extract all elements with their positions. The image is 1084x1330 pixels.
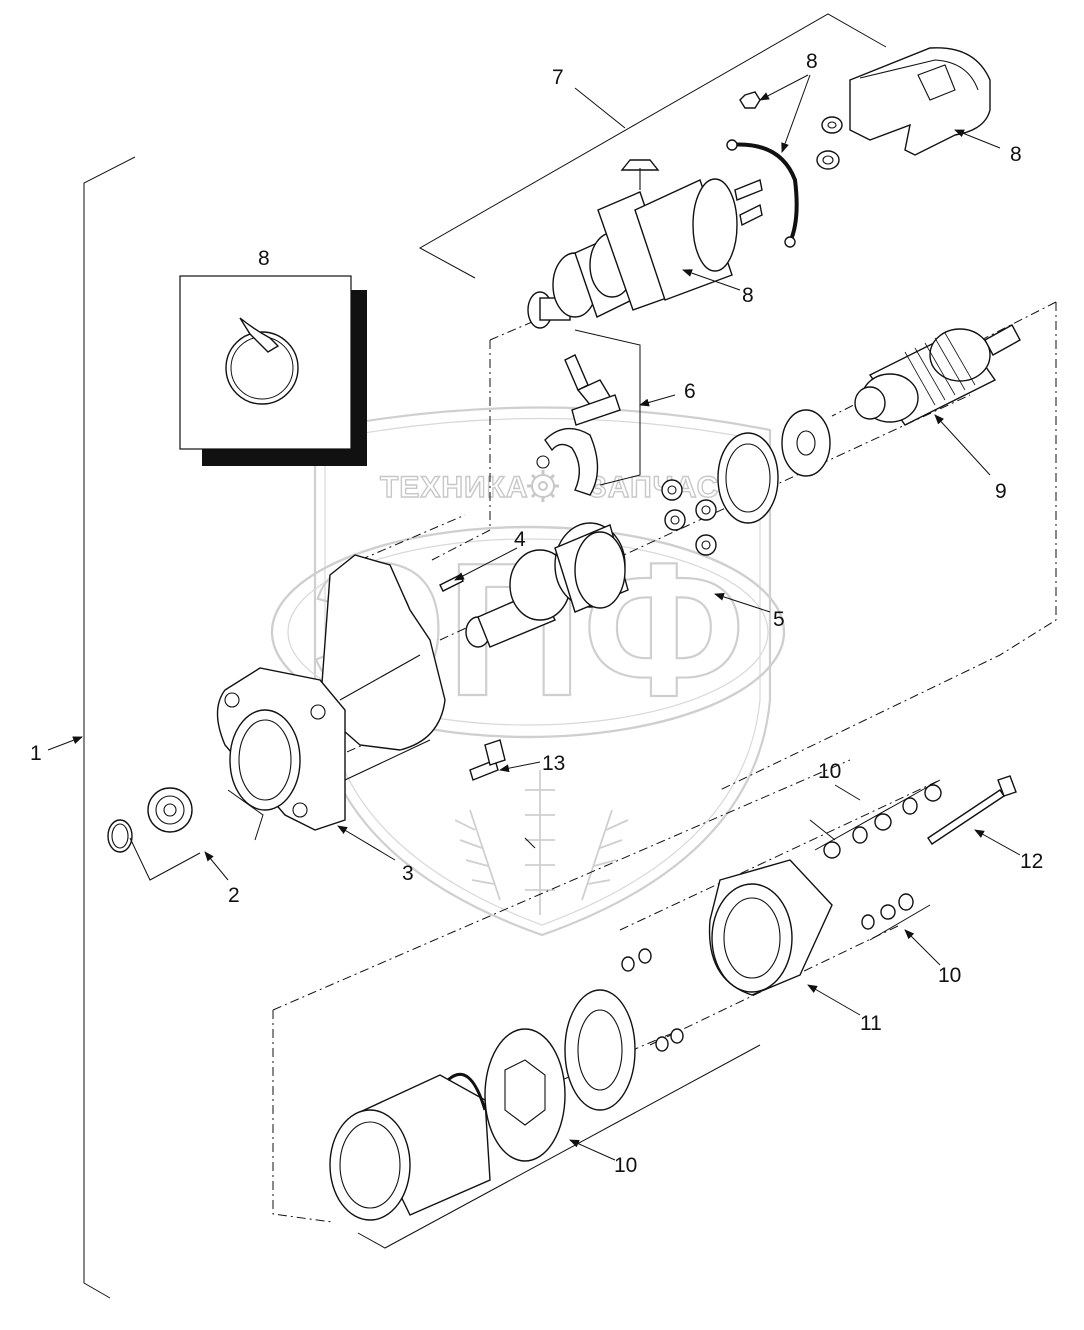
callout-9: 9 [995, 480, 1007, 503]
end-cover [708, 859, 833, 996]
brush-holder [484, 1028, 566, 1162]
wheat-ears [454, 770, 629, 915]
gear-icon [527, 470, 559, 502]
thrust-washer [781, 409, 831, 477]
assembly-bracket-1 [83, 156, 136, 1299]
callout-labels: 1 2 3 4 5 6 7 8 8 8 8 9 10 10 10 11 12 1… [30, 50, 1043, 1177]
callout-6: 6 [684, 380, 696, 403]
callout-8-inset: 8 [258, 247, 270, 270]
internal-gear [717, 432, 779, 524]
callout-8-solenoid: 8 [742, 284, 754, 307]
callout-7: 7 [552, 66, 564, 89]
through-bolt [927, 775, 1017, 845]
field-frame [329, 1072, 491, 1221]
callout-1: 1 [30, 742, 42, 765]
callout-10-upper: 10 [818, 760, 841, 783]
drive-housing [216, 554, 446, 831]
callout-13: 13 [542, 752, 565, 775]
dash-lines [259, 301, 1057, 1223]
solenoid-cover [849, 47, 991, 156]
washer-set-upper [823, 784, 942, 859]
planet-gears [661, 479, 717, 556]
washer-set-lower [861, 893, 914, 930]
subassembly-bracket-7 [418, 13, 887, 279]
callout-10-lower: 10 [938, 964, 961, 987]
callout-4: 4 [514, 528, 526, 551]
callout-8-cover: 8 [1010, 143, 1022, 166]
pinion-gear [107, 787, 193, 853]
callout-2: 2 [228, 884, 240, 907]
watermark-ellipse [270, 525, 786, 739]
watermark-left-word: ТЕХНИКА [380, 471, 529, 504]
callout-11: 11 [860, 1012, 882, 1035]
callout-10-frame: 10 [614, 1154, 637, 1177]
bolt [469, 739, 506, 781]
planet-carrier-shaft [465, 522, 629, 648]
shift-lever [536, 354, 621, 496]
solenoid-assembly [527, 91, 843, 329]
callout-5: 5 [773, 608, 785, 631]
callout-8-cable: 8 [806, 50, 818, 73]
leader-lines [47, 74, 1021, 1249]
callout-3: 3 [402, 862, 414, 885]
brush-plate [564, 989, 636, 1111]
watermark-shield [313, 406, 772, 937]
callout-12: 12 [1020, 850, 1043, 873]
small-washers [621, 948, 684, 1052]
armature [854, 324, 1021, 426]
inset-clamp-box [179, 275, 367, 466]
